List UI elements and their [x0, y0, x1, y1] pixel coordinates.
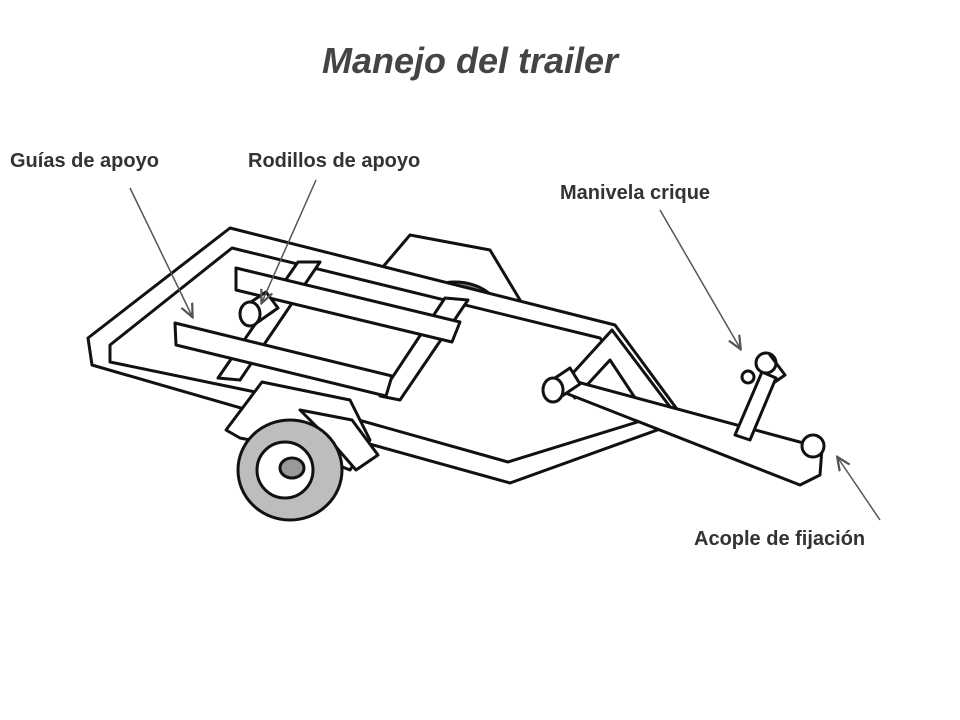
roller-right: [541, 366, 582, 404]
label-guias-de-apoyo: Guías de apoyo: [10, 150, 159, 172]
jack-post: [733, 370, 778, 442]
arrow-manivela: [659, 209, 740, 348]
support-guide-rear: [234, 266, 462, 344]
label-rodillos-de-apoyo: Rodillos de apoyo: [248, 150, 421, 172]
coupler-ball: [800, 433, 826, 459]
near-hub: [278, 456, 306, 480]
arrow-acople: [838, 458, 881, 521]
crank-handle: [754, 351, 778, 375]
support-guide-front: [173, 321, 394, 398]
label-manivela-crique: Manivela crique: [560, 182, 711, 204]
frame-inner: [108, 246, 662, 464]
arrow-guias: [129, 187, 192, 316]
diagram-title: Manejo del trailer: [321, 40, 619, 81]
label-acople-de-fijacion: Acople de fijación: [694, 528, 866, 550]
crank-arm: [768, 353, 787, 384]
arrow-rodillos: [262, 179, 317, 302]
crank-knob: [740, 369, 756, 385]
